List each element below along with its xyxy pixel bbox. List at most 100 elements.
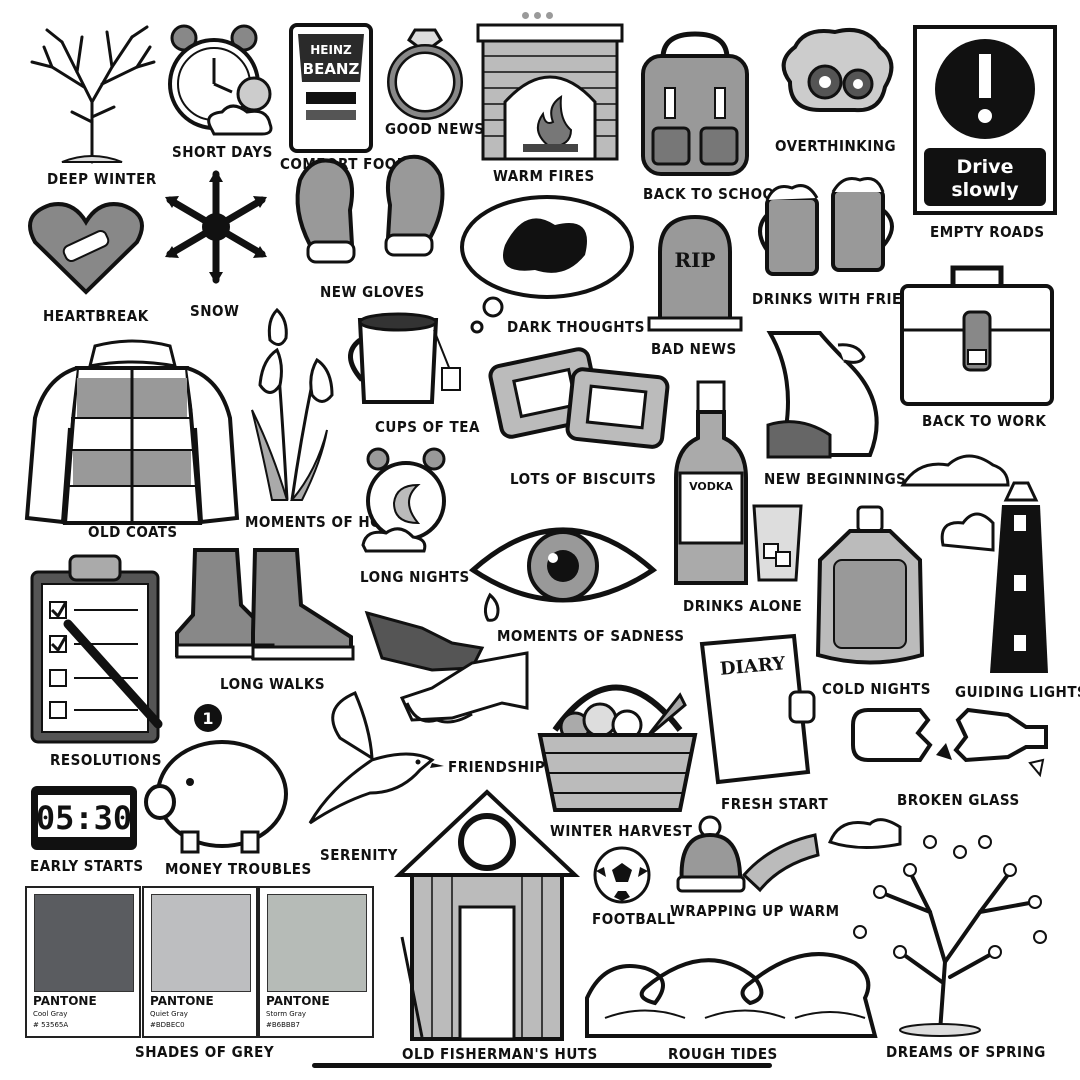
mittens-icon [290, 150, 450, 279]
label-old-fishermans-huts: OLD FISHERMAN'S HUTS [402, 1045, 598, 1063]
dove-icon [300, 688, 445, 832]
swatch-color-code: # 53565A [33, 1021, 69, 1029]
lighthouse-icon [898, 445, 1058, 684]
waves-icon [585, 918, 878, 1044]
clock-display-text: 05:30 [36, 799, 132, 837]
sign-text-drive: Drive [957, 156, 1014, 178]
vodka-bottle-icon: VODKA [672, 378, 752, 597]
fishermans-hut-icon [393, 787, 581, 1046]
label-good-news: GOOD NEWS [385, 120, 485, 138]
label-bad-news: BAD NEWS [651, 340, 737, 358]
blossom-tree-icon [820, 812, 1060, 1041]
label-new-gloves: NEW GLOVES [320, 283, 425, 301]
label-long-nights: LONG NIGHTS [360, 568, 470, 586]
label-guiding-lights: GUIDING LIGHTS [955, 683, 1080, 701]
puffer-coat-icon [24, 338, 240, 532]
page-indicator-dots[interactable] [522, 12, 553, 19]
swatch-brand: PANTONE [150, 994, 214, 1008]
label-money-troubles: MONEY TROUBLES [165, 860, 312, 878]
swatch-color-name: Quiet Gray [150, 1010, 188, 1018]
tea-mug-icon [346, 310, 466, 414]
brain-gears-icon [770, 22, 900, 136]
moon-clock-icon [358, 445, 458, 559]
label-serenity: SERENITY [320, 846, 398, 864]
swatch-brand: PANTONE [266, 994, 330, 1008]
label-rough-tides: ROUGH TIDES [668, 1045, 778, 1063]
piggy-bank-icon: 1 [142, 702, 294, 861]
label-heartbreak: HEARTBREAK [43, 307, 149, 325]
label-moments-of-hope: MOMENTS OF HOPE [245, 513, 403, 531]
label-fresh-start: FRESH START [721, 795, 829, 813]
bottle-label-text: VODKA [689, 480, 733, 493]
briefcase-icon [898, 258, 1056, 412]
label-overthinking: OVERTHINKING [775, 137, 897, 155]
hat-scarf-icon [670, 815, 820, 904]
handshake-icon [362, 608, 532, 752]
label-drinks-with-friends: DRINKS WITH FRIENDS [752, 290, 936, 308]
label-winter-harvest: WINTER HARVEST [550, 822, 693, 840]
broken-heart-icon [25, 200, 147, 299]
label-cups-of-tea: CUPS OF TEA [375, 418, 480, 436]
digital-clock-icon: 05:30 [28, 783, 140, 857]
swatch-color-name: Cool Gray [33, 1010, 68, 1018]
label-shades-of-grey: SHADES OF GREY [135, 1043, 275, 1061]
label-old-coats: OLD COATS [88, 523, 178, 541]
gravestone-text: RIP [674, 248, 715, 272]
biscuits-icon [475, 345, 670, 464]
beer-mugs-icon [755, 170, 905, 284]
swatch-color-chip [267, 894, 367, 992]
backpack-icon [635, 28, 755, 182]
diary-book-icon: DIARY [698, 632, 818, 791]
label-back-to-school: BACK TO SCHOOL [643, 185, 784, 203]
beans-can-icon: HEINZ BEANZ [288, 22, 374, 158]
pantone-swatch-quiet-gray: PANTONE Quiet Gray #BDBEC0 [142, 886, 258, 1038]
label-new-beginnings: NEW BEGINNINGS [764, 470, 907, 488]
crying-eye-icon [468, 510, 658, 634]
swatch-brand: PANTONE [33, 994, 97, 1008]
swatch-color-code: #B6BBB7 [266, 1021, 300, 1029]
label-broken-glass: BROKEN GLASS [897, 791, 1020, 809]
ring-icon [385, 22, 465, 126]
pantone-swatch-storm-gray: PANTONE Storm Gray #B6BBB7 [258, 886, 374, 1038]
label-cold-nights: COLD NIGHTS [822, 680, 931, 698]
label-snow: SNOW [190, 302, 240, 320]
clipboard-checklist-icon [28, 552, 163, 751]
swatch-color-chip [34, 894, 134, 992]
label-empty-roads: EMPTY ROADS [930, 223, 1045, 241]
label-wrapping-up-warm: WRAPPING UP WARM [670, 902, 840, 920]
label-resolutions: RESOLUTIONS [50, 751, 163, 769]
thought-bubble-icon [455, 195, 635, 349]
shot-glass-icon [750, 502, 805, 588]
label-moments-of-sadness: MOMENTS OF SADNESS [497, 627, 685, 645]
gravestone-icon: RIP [645, 212, 745, 336]
pregnant-belly-icon [760, 325, 880, 469]
hiking-boots-icon [175, 545, 355, 669]
home-indicator-bar[interactable] [312, 1063, 772, 1068]
label-early-starts: EARLY STARTS [30, 857, 144, 875]
pantone-swatch-cool-gray: PANTONE Cool Gray # 53565A [25, 886, 141, 1038]
football-icon [592, 845, 652, 909]
can-product-text: BEANZ [303, 60, 360, 78]
snowdrop-flower-icon [232, 290, 347, 509]
label-drinks-alone: DRINKS ALONE [683, 597, 803, 615]
hot-water-bottle-icon [810, 505, 930, 674]
harvest-basket-icon [535, 655, 700, 819]
label-football: FOOTBALL [592, 910, 676, 928]
label-friendship: FRIENDSHIP [448, 758, 546, 776]
road-sign-icon: Drive slowly [912, 24, 1060, 220]
label-warm-fires: WARM FIRES [493, 167, 595, 185]
swatch-color-chip [151, 894, 251, 992]
snowflake-icon [157, 168, 275, 290]
can-brand-text: HEINZ [310, 43, 352, 57]
label-dark-thoughts: DARK THOUGHTS [507, 318, 645, 336]
label-lots-of-biscuits: LOTS OF BISCUITS [510, 470, 657, 488]
label-dreams-of-spring: DREAMS OF SPRING [886, 1043, 1046, 1061]
sign-text-slowly: slowly [951, 179, 1019, 201]
label-back-to-work: BACK TO WORK [922, 412, 1047, 430]
swatch-color-code: #BDBEC0 [150, 1021, 185, 1029]
swatch-color-name: Storm Gray [266, 1010, 307, 1018]
fireplace-icon [475, 22, 625, 166]
label-deep-winter: DEEP WINTER [47, 170, 157, 188]
bare-tree-icon [22, 22, 162, 171]
broken-bottle-icon [848, 705, 1053, 784]
